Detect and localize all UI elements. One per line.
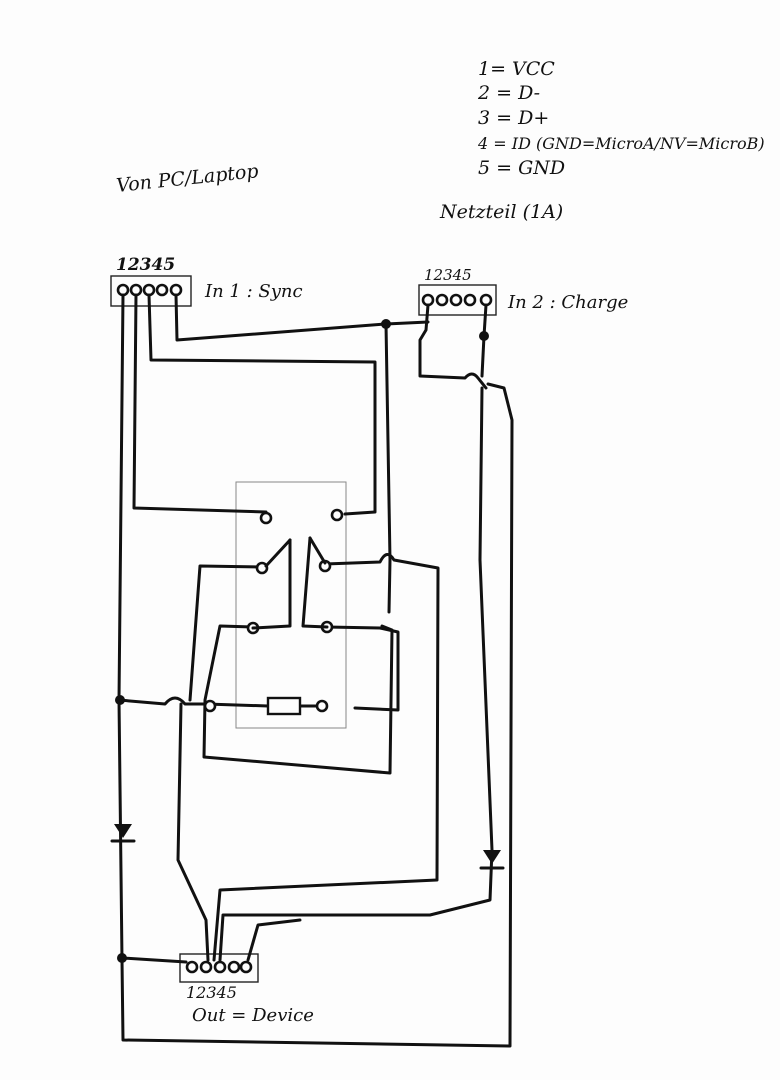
relay-contacts xyxy=(203,508,344,716)
out-pin-5 xyxy=(239,960,253,974)
diode-right-triangle xyxy=(483,850,501,864)
wire-d-plus-in1 xyxy=(147,293,377,516)
in2-pin-numbers: 12345 xyxy=(424,266,472,284)
wire-gnd-in1 xyxy=(174,293,430,342)
junction-in2 xyxy=(479,331,489,341)
in2-pin-3 xyxy=(449,293,463,307)
relay-contact-tr xyxy=(330,508,344,522)
in2-connector: 12345 In 2 : Charge xyxy=(418,266,628,316)
legend-line-4: 4 = ID (GND=MicroA/NV=MicroB) xyxy=(477,134,765,153)
wire-out-pin5 xyxy=(246,918,302,962)
wire-coil-to-out xyxy=(176,702,210,962)
source-label: Von PC/Laptop xyxy=(115,160,259,197)
in1-connector: 12345 In 1 : Sync xyxy=(110,255,303,307)
relay-coil xyxy=(266,696,302,716)
relay-contact-tl xyxy=(259,511,273,525)
relay-switch-right xyxy=(308,536,327,565)
in1-socket xyxy=(110,275,192,307)
in2-pin-1 xyxy=(421,293,435,307)
junction-vcc xyxy=(115,695,125,705)
out-pin-4 xyxy=(227,960,241,974)
psu-label: Netzteil (1A) xyxy=(439,201,563,223)
in1-pin-4 xyxy=(155,283,169,297)
junction-out xyxy=(117,953,127,963)
out-pin-1 xyxy=(185,960,199,974)
in1-label: In 1 : Sync xyxy=(204,281,303,302)
wiring xyxy=(117,293,514,1048)
relay-common-right xyxy=(301,536,329,629)
relay-coil-left xyxy=(203,699,217,713)
wire-gnd-bus xyxy=(384,322,392,614)
in2-pin-2 xyxy=(435,293,449,307)
relay-coil-right xyxy=(315,699,329,713)
out-pin-3 xyxy=(213,960,227,974)
legend-line-5: 5 = GND xyxy=(478,157,565,179)
wire-coil-feed xyxy=(117,696,270,708)
relay-switch-left xyxy=(264,538,292,568)
relay-common-left xyxy=(251,538,292,630)
wire-relay-right-mid xyxy=(325,625,400,712)
wire-vcc-loop xyxy=(117,293,514,1048)
relay-contact-ml xyxy=(255,561,269,575)
in1-pin-numbers: 12345 xyxy=(116,255,175,275)
wire-relay-nc-left xyxy=(188,564,264,702)
relay-outline xyxy=(235,481,347,729)
in1-pin-2 xyxy=(129,283,143,297)
legend-line-2: 2 = D- xyxy=(477,82,540,104)
out-label: Out = Device xyxy=(192,1005,314,1026)
wire-charge-to-out xyxy=(218,386,494,962)
pin-legend: 1= VCC 2 = D- 3 = D+ 4 = ID (GND=MicroA/… xyxy=(477,58,765,179)
in2-socket xyxy=(418,284,497,316)
legend-line-1: 1= VCC xyxy=(478,58,555,80)
wire-out-pin1 xyxy=(121,956,188,964)
legend-line-3: 3 = D+ xyxy=(478,107,549,129)
wire-in2-hop xyxy=(418,303,488,390)
junction-gnd xyxy=(381,319,391,329)
wire-d-minus-in1 xyxy=(132,293,268,514)
out-pin-2 xyxy=(199,960,213,974)
wire-relay-nc-right xyxy=(212,553,440,962)
in2-pin-4 xyxy=(463,293,477,307)
diode-left xyxy=(110,824,136,843)
diode-left-triangle xyxy=(114,824,132,838)
out-connector: 12345 Out = Device xyxy=(179,953,314,1026)
in2-label: In 2 : Charge xyxy=(507,292,628,313)
diode-right xyxy=(479,850,505,870)
out-pin-numbers: 12345 xyxy=(186,983,237,1002)
